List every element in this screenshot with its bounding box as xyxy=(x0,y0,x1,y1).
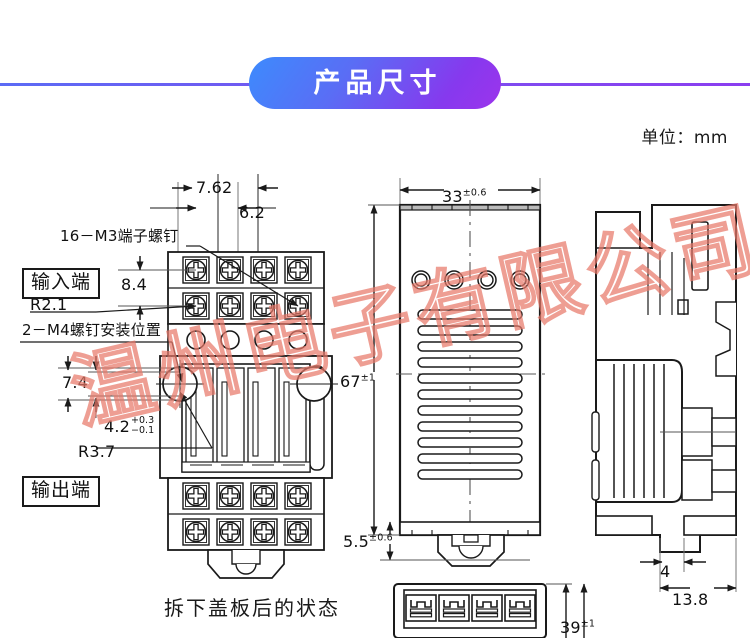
dimension-5-5-tolerance: ±0.6 xyxy=(369,532,393,544)
bottom-detail-view xyxy=(393,583,588,638)
dimension-8-4: 8.4 xyxy=(121,275,148,294)
annotation-radius-r21: R2.1 xyxy=(30,295,68,314)
dimension-33-tolerance: ±0.6 xyxy=(462,187,487,199)
terminal-screw xyxy=(250,292,278,320)
annotation-radius-r37: R3.7 xyxy=(78,442,116,461)
dimension-67-value: 67 xyxy=(340,372,361,391)
right-view-edge-slots xyxy=(591,411,600,501)
dimension-7-62: 7.62 xyxy=(196,178,233,197)
dimension-4-2-tolerance: +0.3−0.1 xyxy=(131,416,154,435)
terminal-screw xyxy=(182,482,210,510)
dimension-4-2: 4.2+0.3−0.1 xyxy=(104,416,154,436)
left-view-din-clip xyxy=(207,549,285,579)
tolerance-lower: −0.1 xyxy=(131,424,155,436)
annotation-2-m4-mount-text: 2－M4螺钉安装位置 xyxy=(22,321,162,339)
right-view-side xyxy=(591,204,737,592)
dim-67-lines xyxy=(368,204,400,536)
right-view-connector xyxy=(660,407,737,501)
label-output-terminal: 输出端 xyxy=(22,476,101,507)
right-view-slot xyxy=(691,221,709,291)
terminal-screw xyxy=(284,518,312,546)
dimension-drawing-svg xyxy=(20,174,737,638)
page-title-pill: 产品尺寸 xyxy=(249,57,501,109)
technical-drawing-area xyxy=(0,160,750,638)
middle-view-base-ticks xyxy=(411,530,529,535)
output-terminal-block xyxy=(167,477,325,551)
dimension-67: 67±1 xyxy=(340,372,375,391)
dimension-33-value: 33 xyxy=(442,187,463,206)
terminal-screw xyxy=(284,482,312,510)
m4-mounting-holes xyxy=(156,360,338,408)
left-view-hole-row xyxy=(167,323,325,357)
dimension-5-5-value: 5.5 xyxy=(343,532,370,551)
dimension-67-tolerance: ±1 xyxy=(360,372,376,384)
annotation-leaders xyxy=(20,245,299,449)
middle-view-front xyxy=(368,178,588,638)
terminal-screw xyxy=(250,482,278,510)
header-banner: 产品尺寸 xyxy=(0,0,750,118)
middle-view-top-ticks xyxy=(411,205,529,210)
input-terminal-block xyxy=(167,251,325,325)
bottom-caption: 拆下盖板后的状态 xyxy=(164,596,340,620)
dimension-4-2-value: 4.2 xyxy=(104,417,131,437)
dimension-39: 39±1 xyxy=(560,618,595,637)
terminal-screw xyxy=(250,518,278,546)
middle-view-holes xyxy=(411,270,530,290)
dimension-7-4: 7.4 xyxy=(62,373,89,392)
middle-view-base xyxy=(399,521,541,536)
dim-8-4-lines xyxy=(118,256,196,320)
dim-4-and-13-8-lines xyxy=(640,538,737,592)
dimension-6-2: 6.2 xyxy=(239,203,266,222)
page-title: 产品尺寸 xyxy=(313,67,442,99)
annotation-2-m4-mount: 2－M4螺钉安装位置 xyxy=(22,321,162,340)
left-view-cover-removed xyxy=(20,174,338,579)
right-view-finger-grip xyxy=(595,359,683,503)
terminal-screw xyxy=(216,518,244,546)
terminal-screw xyxy=(182,518,210,546)
terminal-screw xyxy=(216,292,244,320)
dimension-13-8: 13.8 xyxy=(672,590,709,609)
right-view-internal-lines xyxy=(647,252,685,315)
dimension-33: 33±0.6 xyxy=(442,187,487,206)
dimension-39-tolerance: ±1 xyxy=(580,618,596,630)
middle-view-vent-slots xyxy=(417,309,523,480)
dim-5-5-lines xyxy=(380,521,530,561)
terminal-screw xyxy=(216,482,244,510)
dimension-4: 4 xyxy=(660,562,671,581)
middle-view-din-clip xyxy=(437,534,505,567)
dim-7-4-and-4-2-lines xyxy=(58,356,180,418)
tolerance-upper: +0.3 xyxy=(131,415,155,426)
annotation-16-m3-screws: 16－M3端子螺钉 xyxy=(60,227,179,245)
unit-note: 单位：mm xyxy=(641,128,728,148)
left-view-top-dimensions xyxy=(150,174,278,252)
terminal-screw xyxy=(284,256,312,284)
label-input-terminal: 输入端 xyxy=(22,268,101,299)
dimension-5-5: 5.5±0.6 xyxy=(343,532,393,551)
dimension-39-value: 39 xyxy=(560,618,581,637)
right-view-base-feet xyxy=(595,515,737,536)
